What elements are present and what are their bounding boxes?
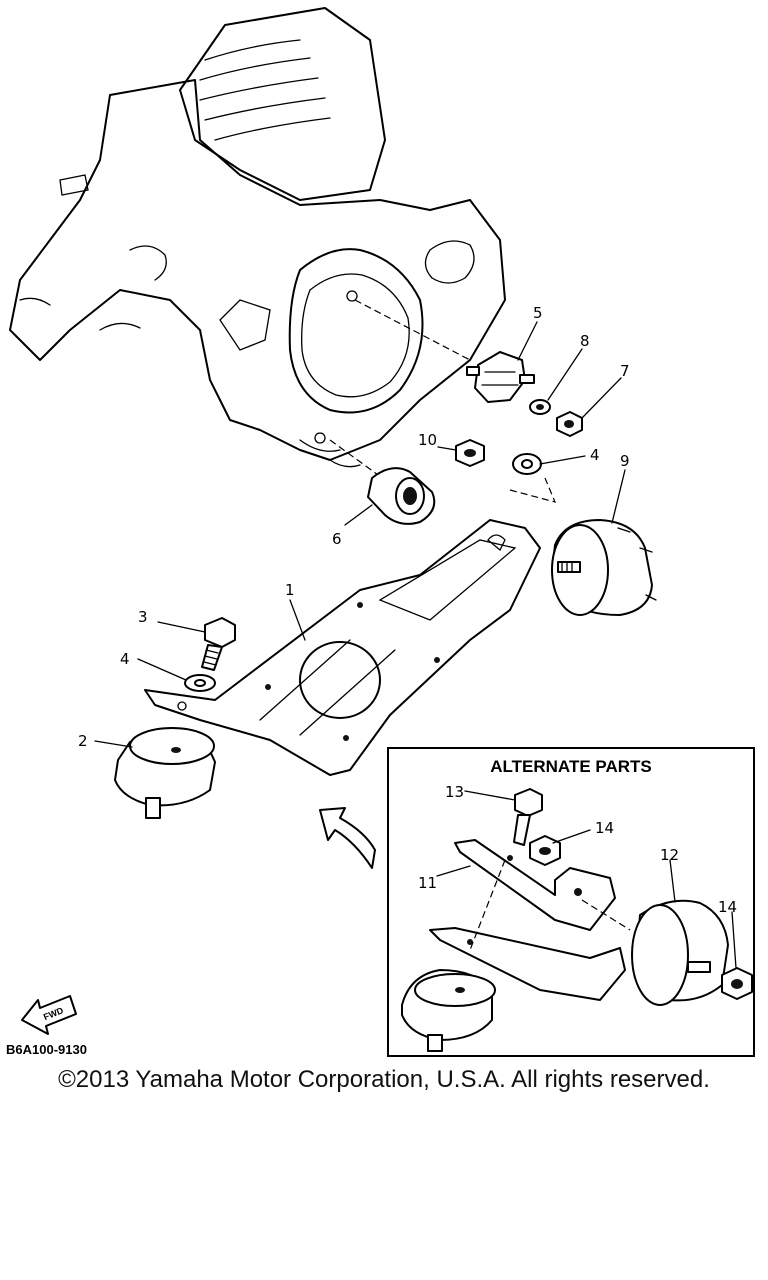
fwd-arrow-icon: FWD	[21, 995, 77, 1035]
part-14-nut-upper	[529, 835, 561, 866]
part-13-bolt	[513, 788, 543, 846]
inset-rubber-mount	[401, 969, 496, 1052]
callout-4-upper: 4	[590, 446, 600, 464]
part-14-nut-lower	[721, 967, 753, 1000]
callout-14-upper: 14	[595, 819, 614, 837]
part-4-washer-upper	[512, 453, 542, 475]
engine-illustration	[9, 7, 506, 481]
part-10-nut	[455, 439, 485, 467]
copyright-notice: ©2013 Yamaha Motor Corporation, U.S.A. A…	[58, 1066, 710, 1093]
engine-mount-diagram: ALTERNATE PARTS	[6, 7, 755, 1057]
callout-12: 12	[660, 846, 679, 864]
part-7-nut	[556, 411, 583, 437]
part-2-rubber-mount	[114, 727, 216, 819]
callout-13: 13	[445, 783, 464, 801]
callout-8: 8	[580, 332, 590, 350]
callout-14-lower: 14	[718, 898, 737, 916]
callout-7: 7	[620, 362, 630, 380]
callout-11: 11	[418, 874, 437, 892]
part-9-rubber-mount	[551, 519, 657, 616]
callout-3: 3	[138, 608, 148, 626]
leader-lines	[94, 321, 737, 969]
part-4-washer-lower	[184, 674, 216, 692]
callout-4-lower: 4	[120, 650, 130, 668]
part-12-rubber-mount	[631, 899, 729, 1006]
alternate-parts-inset: ALTERNATE PARTS	[387, 747, 755, 1057]
part-5-damper	[466, 351, 535, 403]
diagram-code: B6A100-9130	[6, 1042, 87, 1057]
callout-1: 1	[285, 581, 295, 599]
callout-6: 6	[332, 530, 342, 548]
part-8-washer	[529, 399, 551, 415]
callout-2: 2	[78, 732, 88, 750]
part-3-bolt	[201, 617, 236, 671]
inset-title: ALTERNATE PARTS	[490, 757, 652, 776]
inset-arrow	[319, 807, 376, 869]
callout-10: 10	[418, 431, 437, 449]
callout-numbers: 1 2 3 4 4 5 6 7 8 9 10 11 12 13 14 14	[78, 304, 737, 916]
part-6-bushing	[367, 467, 436, 525]
callout-5: 5	[533, 304, 543, 322]
part-1-bracket	[144, 519, 541, 776]
callout-9: 9	[620, 452, 630, 470]
part-11-bracket	[429, 839, 626, 1001]
